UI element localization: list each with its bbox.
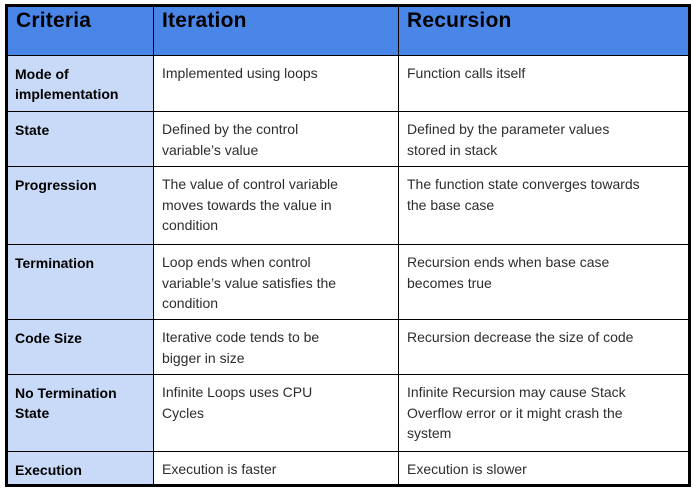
table-row: Termination Loop ends when control varia… <box>6 244 690 320</box>
criteria-cell: Execution <box>6 450 154 487</box>
iteration-cell: Execution is faster <box>153 450 399 487</box>
header-cell-recursion: Recursion <box>398 5 690 56</box>
table-row: State Defined by the control variable’s … <box>6 111 690 167</box>
table-row: Execution Execution is faster Execution … <box>6 450 690 487</box>
recursion-cell: The function state converges towards the… <box>398 166 690 245</box>
criteria-cell: Mode of implementation <box>6 55 154 112</box>
table-row: Mode of implementation Implemented using… <box>6 55 690 112</box>
table-row: Progression The value of control variabl… <box>6 166 690 245</box>
iteration-cell: Iterative code tends to be bigger in siz… <box>153 319 399 375</box>
recursion-cell: Execution is slower <box>398 450 690 487</box>
table-row: No Termination State Infinite Loops uses… <box>6 374 690 452</box>
criteria-cell: No Termination State <box>6 374 154 452</box>
iteration-cell: Loop ends when control variable’s value … <box>153 244 399 320</box>
iteration-vs-recursion-table: Criteria Iteration Recursion Mode of imp… <box>5 4 691 488</box>
recursion-cell: Recursion ends when base case becomes tr… <box>398 244 690 320</box>
iteration-cell: Infinite Loops uses CPU Cycles <box>153 374 399 452</box>
iteration-cell: Defined by the control variable’s value <box>153 111 399 167</box>
recursion-cell: Defined by the parameter values stored i… <box>398 111 690 167</box>
header-cell-criteria: Criteria <box>6 5 154 56</box>
header-row: Criteria Iteration Recursion <box>6 5 690 56</box>
iteration-cell: The value of control variable moves towa… <box>153 166 399 245</box>
recursion-cell: Infinite Recursion may cause Stack Overf… <box>398 374 690 452</box>
criteria-cell: Progression <box>6 166 154 245</box>
iteration-cell: Implemented using loops <box>153 55 399 112</box>
criteria-cell: State <box>6 111 154 167</box>
criteria-cell: Termination <box>6 244 154 320</box>
header-cell-iteration: Iteration <box>153 5 399 56</box>
criteria-cell: Code Size <box>6 319 154 375</box>
table-row: Code Size Iterative code tends to be big… <box>6 319 690 375</box>
recursion-cell: Function calls itself <box>398 55 690 112</box>
recursion-cell: Recursion decrease the size of code <box>398 319 690 375</box>
